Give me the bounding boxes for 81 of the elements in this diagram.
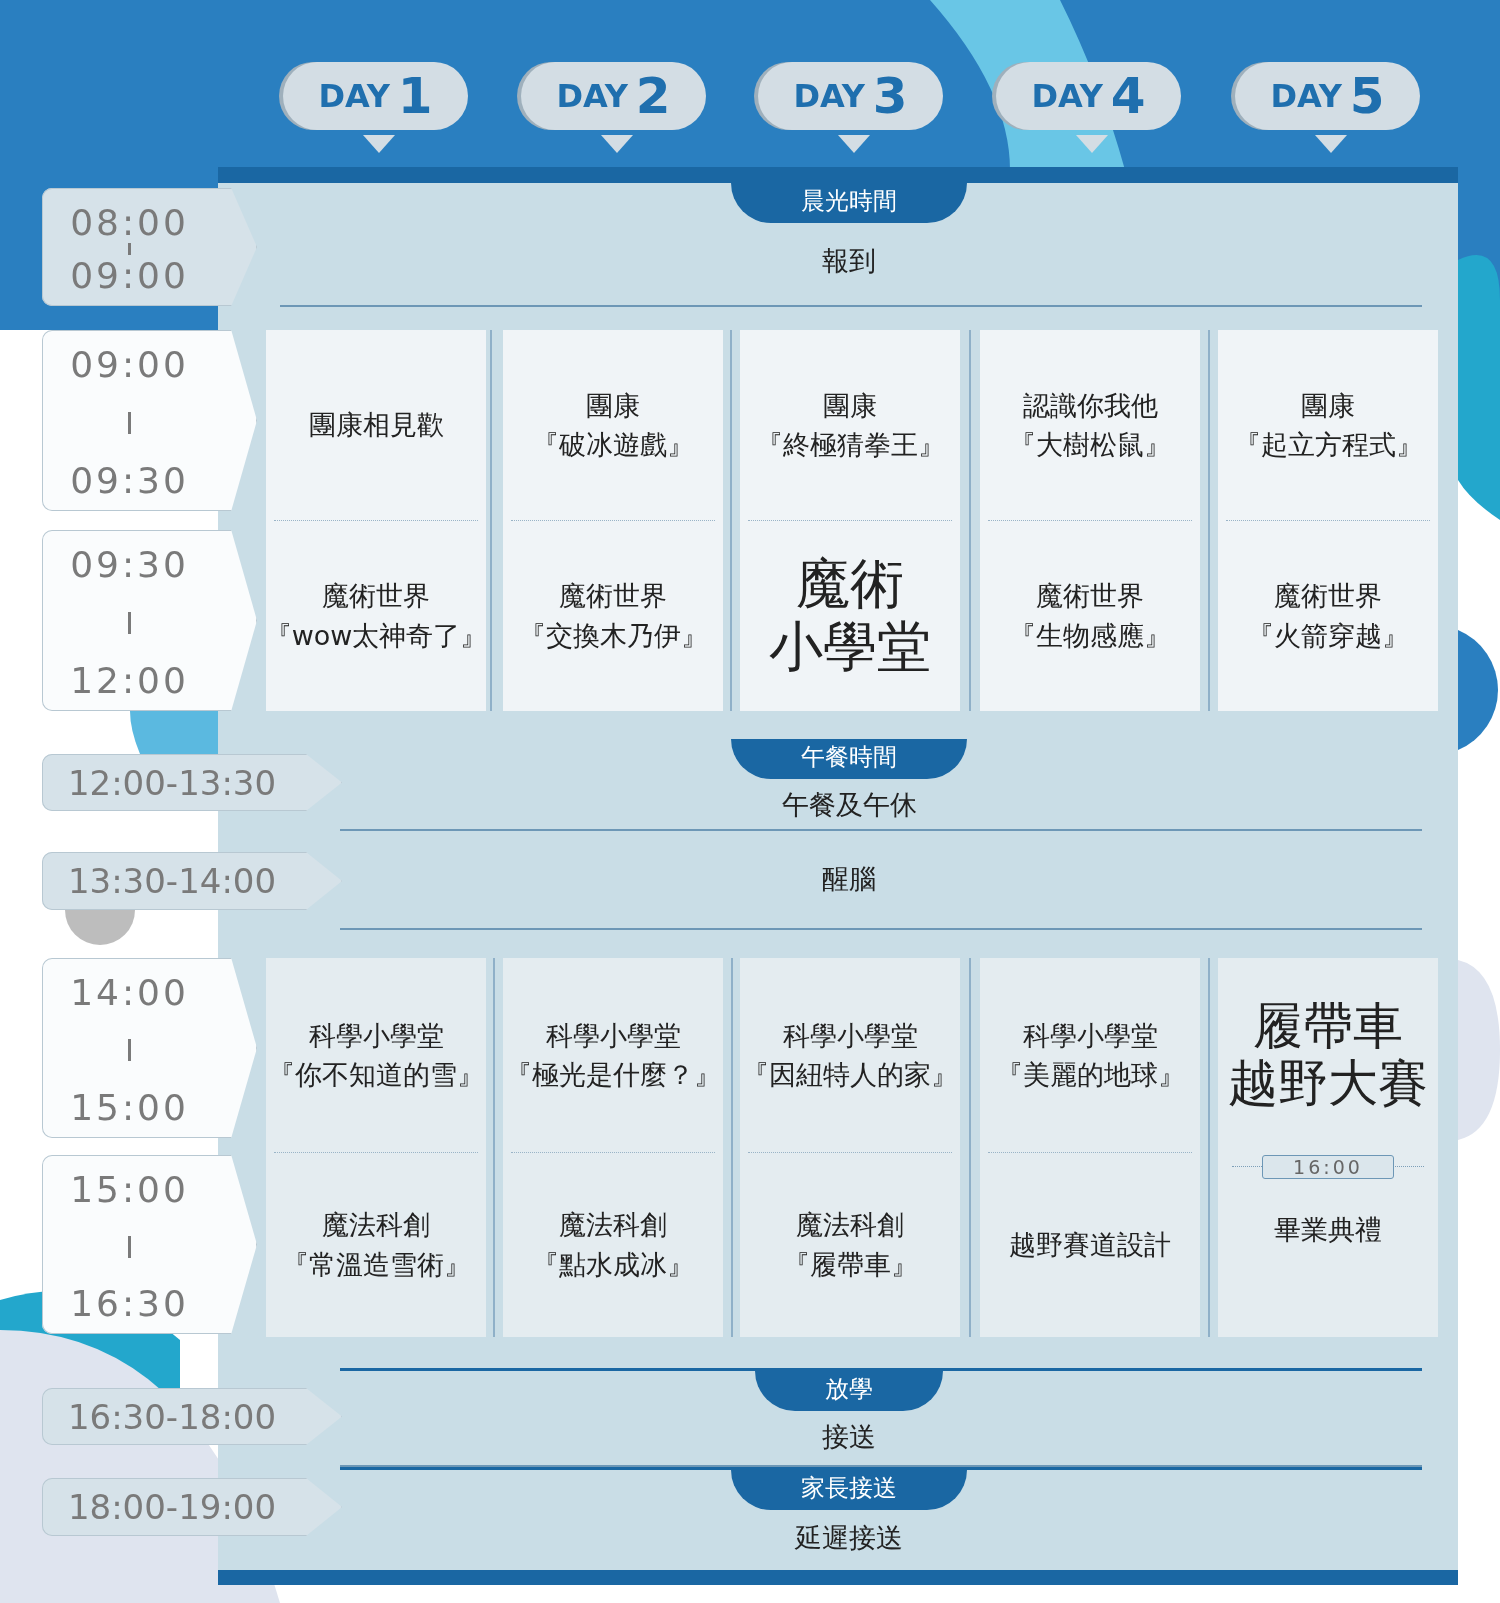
activity-title: 魔術小學堂 xyxy=(769,553,931,678)
activity-title: 科學小學堂『美麗的地球』 xyxy=(995,1018,1185,1092)
day-number: 3 xyxy=(872,67,908,125)
time-label: 18:00-19:00 xyxy=(67,1487,277,1527)
day-label: DAY xyxy=(1270,77,1342,115)
schedule-band xyxy=(280,183,1422,307)
day-badge xyxy=(758,62,943,130)
activity-title: 認識你我他『大樹松鼠』 xyxy=(1009,388,1171,462)
activity-title: 魔法科創『點水成冰』 xyxy=(532,1208,694,1282)
time-label: 12:00 xyxy=(70,660,189,701)
activity-title: 團康相見歡 xyxy=(308,408,444,443)
time-tab xyxy=(42,530,257,711)
band-text: 接送 xyxy=(822,1420,876,1454)
time-label: 15:00 xyxy=(70,1169,189,1210)
activity-title: 魔法科創『履帶車』 xyxy=(782,1208,918,1282)
activity-title: 團康『破冰遊戲』 xyxy=(532,388,694,462)
activity-card xyxy=(740,958,960,1337)
activity-title: 科學小學堂『因紐特人的家』 xyxy=(742,1018,958,1092)
activity-title: 科學小學堂『你不知道的雪』 xyxy=(268,1018,484,1092)
day-badge xyxy=(996,62,1181,130)
time-tab xyxy=(42,188,257,306)
activity-title: 科學小學堂『極光是什麼？』 xyxy=(505,1018,721,1092)
time-tab xyxy=(42,1155,257,1334)
band-tab: 晨光時間 xyxy=(731,183,967,223)
day-number: 2 xyxy=(635,67,671,125)
day-badge xyxy=(283,62,468,130)
time-label: 14:00 xyxy=(70,972,189,1013)
band-text: 午餐及午休 xyxy=(781,788,917,822)
activity-title: 魔術世界『wow太神奇了』 xyxy=(264,579,488,653)
schedule-band xyxy=(340,1368,1422,1467)
activity-title: 畢業典禮 xyxy=(1274,1213,1382,1247)
time-tab xyxy=(42,958,257,1138)
band-text: 醒腦 xyxy=(822,862,876,896)
time-label: 13:30-14:00 xyxy=(67,861,277,901)
activity-title: 魔術世界『生物感應』 xyxy=(1009,579,1171,653)
activity-title: 魔法科創『常溫造雪術』 xyxy=(281,1208,471,1282)
activity-card xyxy=(980,330,1200,711)
day-number: 5 xyxy=(1349,67,1385,125)
band-tab: 家長接送 xyxy=(731,1470,967,1510)
band-tab: 放學 xyxy=(755,1371,943,1411)
time-tab xyxy=(42,754,342,811)
activity-card xyxy=(1218,958,1438,1337)
day-number: 1 xyxy=(397,67,433,125)
time-label: 08:00 xyxy=(70,202,189,243)
time-label: 09:00 xyxy=(70,344,189,385)
time-label: 12:00-13:30 xyxy=(67,762,277,803)
time-tab xyxy=(42,330,257,511)
time-label: 16:30-18:00 xyxy=(67,1396,277,1437)
day-label: DAY xyxy=(1031,77,1103,115)
activity-card xyxy=(266,958,486,1337)
band-tab: 午餐時間 xyxy=(731,739,967,779)
time-tab xyxy=(42,852,342,910)
time-tab xyxy=(42,1388,342,1445)
activity-card xyxy=(740,330,960,711)
time-label: 09:00 xyxy=(70,255,189,296)
day-badge xyxy=(1235,62,1420,130)
activity-title: 團康『終極猜拳王』 xyxy=(755,388,945,462)
schedule-band xyxy=(340,739,1422,831)
activity-title: 魔術世界『火箭穿越』 xyxy=(1247,579,1409,653)
time-badge: 16:00 xyxy=(1262,1155,1394,1179)
activity-card xyxy=(266,330,486,711)
band-text: 報到 xyxy=(822,244,876,278)
time-label: 09:30 xyxy=(70,460,189,501)
time-label: 09:30 xyxy=(70,544,189,585)
day-label: DAY xyxy=(318,77,390,115)
time-tab xyxy=(42,1478,342,1536)
time-label: 16:30 xyxy=(70,1283,189,1324)
activity-title: 履帶車越野大賽 xyxy=(1228,997,1428,1113)
day-number: 4 xyxy=(1110,67,1146,125)
band-text: 延遲接送 xyxy=(795,1521,903,1555)
day-badge xyxy=(521,62,706,130)
time-label: 15:00 xyxy=(70,1087,189,1128)
activity-card xyxy=(503,330,723,711)
activity-card xyxy=(1218,330,1438,711)
day-label: DAY xyxy=(793,77,865,115)
activity-card xyxy=(503,958,723,1337)
activity-card xyxy=(980,958,1200,1337)
day-label: DAY xyxy=(556,77,628,115)
activity-title: 越野賽道設計 xyxy=(1009,1227,1171,1262)
activity-title: 團康『起立方程式』 xyxy=(1233,388,1423,462)
activity-title: 魔術世界『交換木乃伊』 xyxy=(518,579,708,653)
